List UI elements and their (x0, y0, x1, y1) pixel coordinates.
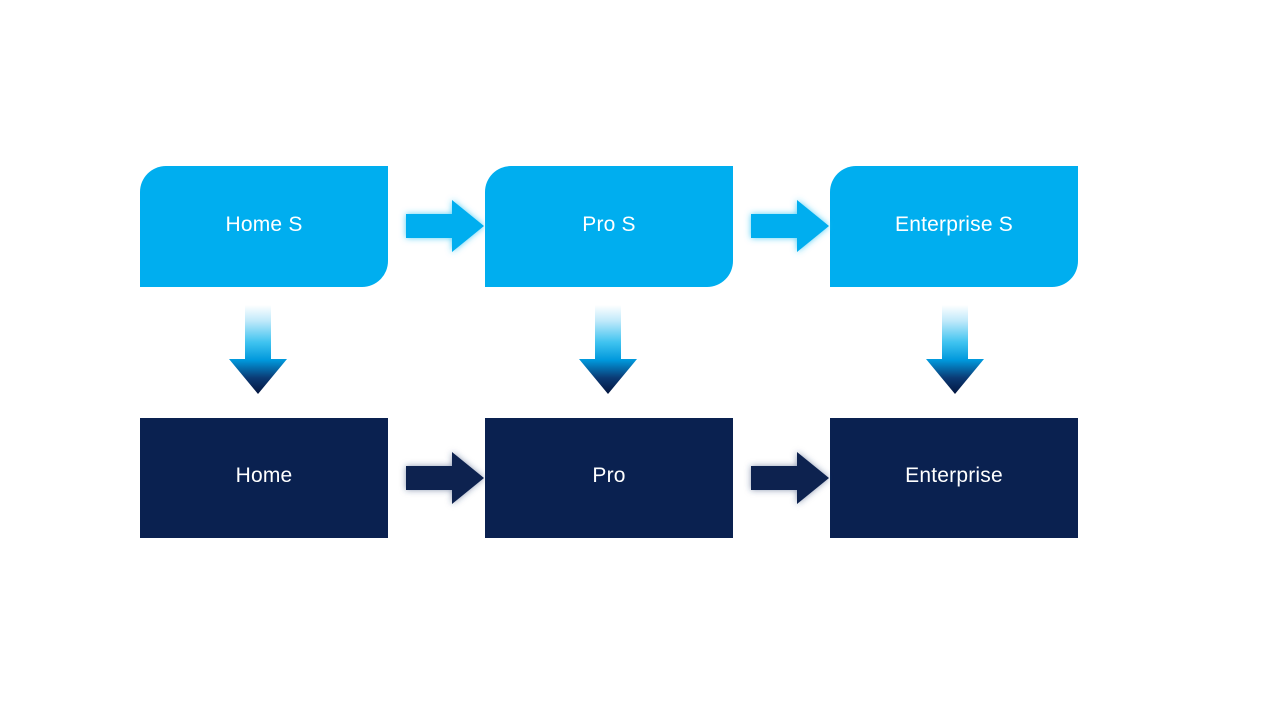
node-home-s[interactable]: Home S (140, 166, 388, 287)
arrow-right-icon (751, 452, 829, 504)
node-enterprise-s[interactable]: Enterprise S (830, 166, 1078, 287)
node-pro-s-label: Pro S (582, 212, 636, 236)
node-enterprise-s-label: Enterprise S (895, 212, 1013, 236)
arrow-pro-s-to-pro (578, 305, 638, 395)
arrow-down-icon (229, 305, 287, 394)
arrow-enterprise-s-to-enterprise (925, 305, 985, 395)
arrow-pro-s-to-enterprise-s (751, 198, 829, 254)
node-enterprise[interactable]: Enterprise (830, 418, 1078, 538)
node-home-s-label: Home S (225, 212, 303, 236)
arrow-pro-to-enterprise (751, 450, 829, 506)
arrow-home-to-pro (406, 450, 484, 506)
arrow-right-icon (406, 200, 484, 252)
node-enterprise-label: Enterprise (905, 464, 1003, 488)
node-pro[interactable]: Pro (485, 418, 733, 538)
node-home[interactable]: Home (140, 418, 388, 538)
node-pro-s[interactable]: Pro S (485, 166, 733, 287)
node-pro-label: Pro (592, 464, 626, 488)
arrow-home-s-to-home (228, 305, 288, 395)
node-home-label: Home (235, 464, 293, 488)
arrow-down-icon (926, 305, 984, 394)
arrow-down-icon (579, 305, 637, 394)
arrow-right-icon (751, 200, 829, 252)
arrow-home-s-to-pro-s (406, 198, 484, 254)
arrow-right-icon (406, 452, 484, 504)
